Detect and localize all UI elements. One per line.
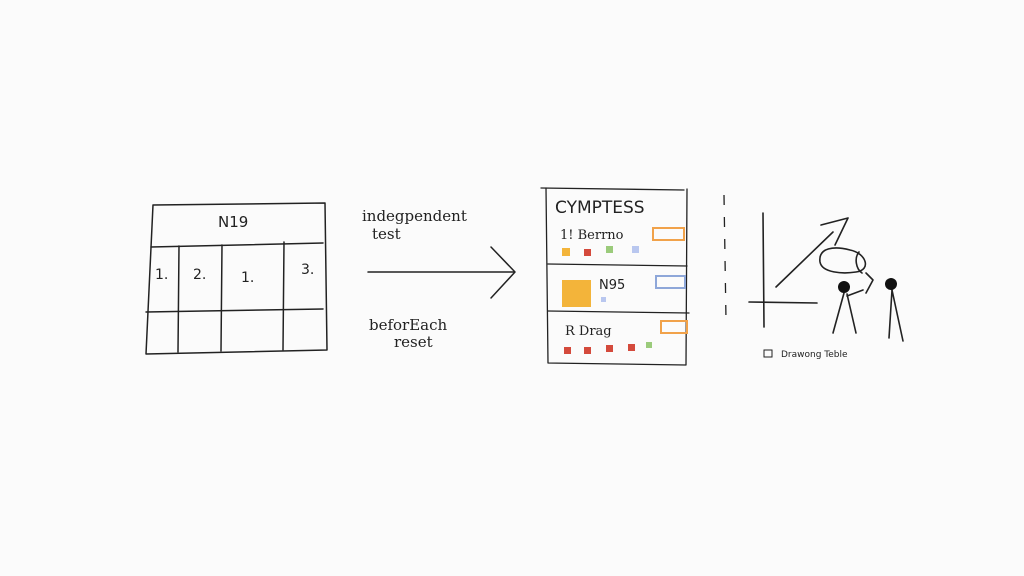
panel-row-2-badge (655, 275, 686, 289)
table-border (145, 202, 328, 355)
independent-label-line-2: test (372, 225, 401, 243)
trend-arrow-head (820, 217, 849, 246)
table-cell-2: 2. (193, 267, 206, 283)
panel-row-3-dot-4 (628, 344, 635, 351)
trend-arrow-shaft (775, 231, 834, 288)
right-figure-leg-1 (888, 289, 893, 339)
table-title: N19 (218, 213, 248, 231)
left-figure-leg-2 (846, 293, 857, 334)
panel-row-1-dot-2 (584, 249, 591, 256)
table-header-divider (150, 242, 324, 248)
table-cell-3: 1. (241, 270, 254, 286)
table-column-divider-1 (177, 245, 180, 353)
table-column-divider-2 (220, 244, 223, 352)
panel-row-1-label: 1! Berrno (560, 228, 624, 243)
panel-row-2-small-dot (601, 297, 606, 302)
chart-y-axis (762, 212, 765, 328)
panel-row-3-dot-2 (584, 347, 591, 354)
panel-row-2-yellow-box (562, 280, 591, 307)
panel-divider-1 (547, 263, 688, 267)
speech-bubble-icon (819, 247, 867, 274)
panel-title: CYMPTESS (555, 198, 645, 218)
panel-row-3-label: R Drag (565, 324, 612, 339)
panel-row-1-dot-4 (632, 246, 639, 253)
panel-border (545, 187, 688, 366)
panel-row-1-dot-3 (606, 246, 613, 253)
right-figure-head (885, 278, 897, 290)
cypress-panel (540, 187, 690, 366)
right-arrow (367, 246, 516, 299)
panel-row-2-label: N95 (599, 278, 625, 293)
speech-bubble-tail (855, 251, 863, 274)
chart-caption: Drawong Teble (781, 350, 848, 360)
stick-figures-chart (748, 212, 904, 342)
chart-x-axis (748, 301, 818, 304)
table-column-divider-3 (282, 241, 285, 351)
left-figure-head (838, 281, 850, 293)
panel-row-3-dot-1 (564, 347, 571, 354)
independent-label-line-1: indegpendent (362, 207, 467, 225)
left-figure-arm (846, 289, 864, 297)
table-cell-1: 1. (155, 267, 168, 283)
right-figure-leg-2 (891, 289, 904, 342)
caption-icon (763, 349, 773, 358)
hand-gesture-mark (865, 272, 874, 294)
arrow-head (490, 246, 516, 299)
before-each-label-line-2: reset (394, 333, 433, 351)
left-figure-leg-1 (832, 292, 845, 334)
table-row-divider (145, 308, 324, 313)
panel-row-1-dot-1 (562, 248, 570, 256)
before-each-label-line-1: beforEach (369, 316, 448, 334)
dashed-separator (723, 194, 727, 321)
panel-row-3-dot-5 (646, 342, 652, 348)
panel-top-line (540, 187, 685, 191)
table-sketch (145, 202, 328, 355)
table-cell-4: 3. (301, 262, 314, 278)
panel-row-1-badge (652, 227, 685, 241)
panel-divider-2 (547, 310, 690, 314)
panel-row-3-dot-3 (606, 345, 613, 352)
panel-row-3-badge (660, 320, 688, 334)
